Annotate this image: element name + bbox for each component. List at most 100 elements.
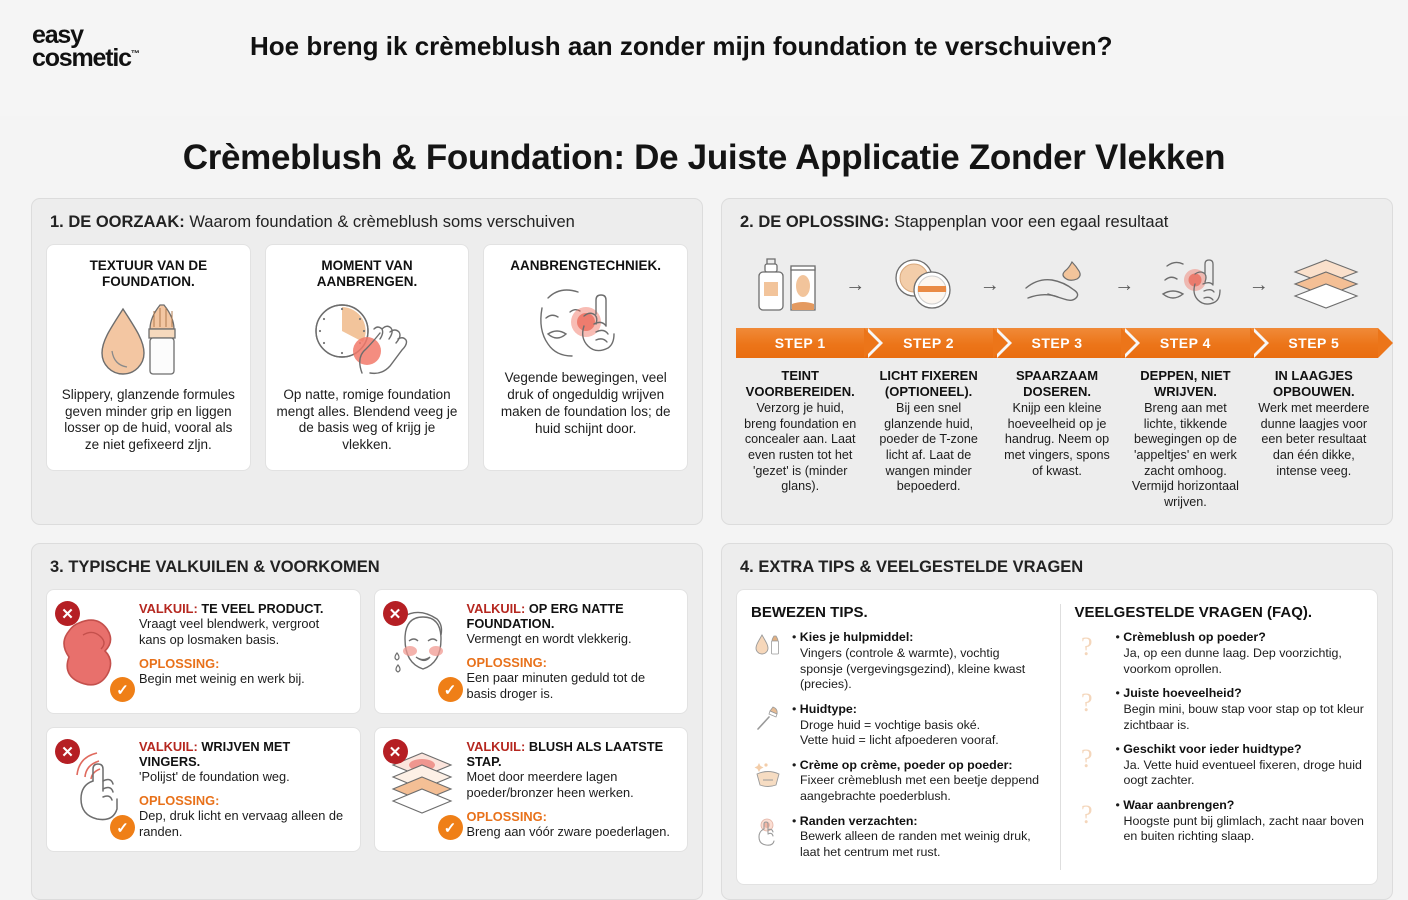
bullet: • (792, 813, 797, 828)
section-4-panel: 4. EXTRA TIPS & VEELGESTELDE VRAGEN BEWE… (721, 543, 1393, 900)
pitfall-text: Moet door meerdere lagen poeder/bronzer … (466, 769, 634, 801)
pitfall-label: VALKUIL: TE VEEL PRODUCT. (139, 601, 324, 617)
wet-face-icon: ✕ ✓ (382, 601, 463, 703)
cause-card: TEXTUUR VAN DE FOUNDATION. Sli (46, 244, 251, 471)
pitfall-title: WRIJVEN MET VINGERS. (139, 739, 291, 770)
arrow-icon: → (1114, 274, 1135, 296)
step-badge-bar: STEP 1 STEP 2 STEP 3 STEP 4 STEP 5 (736, 328, 1394, 358)
page-header: easy cosmetic™ Hoe breng ik crèmeblush a… (0, 0, 1408, 116)
question-mark-icon: ? (1075, 798, 1109, 845)
solution-label: OPLOSSING: (139, 793, 220, 809)
face-finger-rub-icon (522, 280, 650, 366)
cause-card: AANBRENGTECHNIEK. (483, 244, 688, 471)
rubbing-finger-icon: ✕ ✓ (55, 739, 135, 841)
cause-card-title: TEXTUUR VAN DE FOUNDATION. (89, 258, 208, 290)
step-title: DEPPEN, NIET WRIJVEN. (1140, 368, 1231, 399)
cross-badge-icon: ✕ (382, 739, 408, 765)
droplet-and-brush-icon (88, 297, 208, 383)
section-1-header: 1. DE OORZAAK: Waarom foundation & crème… (32, 199, 702, 244)
solution-text: Breng aan vóór zware poederlagen. (466, 824, 670, 840)
step-title: IN LAAGJES OPBOUWEN. (1273, 368, 1355, 399)
pitfall-label: VALKUIL: BLUSH ALS LAATSTE STAP. (466, 739, 664, 770)
solution-label: OPLOSSING: (466, 809, 547, 825)
faq-answer: Begin mini, bouw stap voor stap op tot k… (1123, 701, 1364, 732)
step-text: IN LAAGJES OPBOUWEN. Werk met meerdere d… (1250, 368, 1378, 510)
cross-badge-icon: ✕ (382, 601, 408, 627)
logo-line-1: easy (32, 21, 84, 49)
step-title: LICHT FIXEREN (OPTIONEEL). (879, 368, 978, 399)
pitfall-label: VALKUIL: OP ERG NATTE FOUNDATION. (466, 601, 624, 632)
tip-item: • Crème op crème, poeder op poeder:Fixee… (751, 758, 1046, 805)
faq-question: Juiste hoeveelheid? (1123, 686, 1242, 701)
faq-item: ? • Crèmeblush op poeder?Ja, op een dunn… (1075, 630, 1370, 677)
arrow-icon: → (1248, 274, 1269, 296)
step-badge: STEP 5 (1249, 328, 1394, 358)
check-badge-icon: ✓ (110, 677, 135, 703)
solution-label: OPLOSSING: (466, 655, 547, 671)
step-description: Werk met meerdere dunne laagjes voor een… (1258, 401, 1370, 478)
section-2-panel: 2. DE OPLOSSING: Stappenplan voor een eg… (721, 198, 1394, 526)
easycosmetic-logo: easy cosmetic™ (0, 18, 250, 71)
bullet: • (792, 701, 797, 716)
step-title: SPAARZAAM DOSEREN. (1015, 368, 1099, 399)
bullet: • (792, 757, 797, 772)
tip-title: Kies je hulpmiddel: (799, 630, 914, 645)
step-text: LICHT FIXEREN (OPTIONEEL). Bij een snel … (864, 368, 992, 510)
step-badge: STEP 2 (864, 328, 1013, 358)
tip-title: Crème op crème, poeder op poeder: (799, 757, 1013, 772)
step-text: DEPPEN, NIET WRIJVEN. Breng aan met lich… (1121, 368, 1249, 510)
bullet: • (1115, 630, 1120, 645)
faq-answer: Ja, op een dunne laag. Dep voorzichtig, … (1123, 646, 1342, 676)
bullet: • (1115, 742, 1120, 757)
cause-card-text: Op natte, romige foundation mengt alles.… (276, 386, 458, 453)
step-description: Verzorg je huid, breng foundation en con… (744, 401, 857, 494)
cross-badge-icon: ✕ (55, 739, 80, 765)
page-title: Crèmeblush & Foundation: De Juiste Appli… (182, 138, 1226, 177)
step-text-row: TEINT VOORBEREIDEN. Verzorg je huid, bre… (736, 368, 1378, 510)
faq-item: ? • Juiste hoeveelheid?Begin mini, bouw … (1075, 686, 1370, 733)
tip-text: Fixeer crèmeblush met een beetje deppend… (800, 773, 1040, 804)
faq-item: ? • Waar aanbrengen?Hoogste punt bij gli… (1075, 798, 1370, 845)
hand-with-product-icon (1009, 252, 1105, 318)
cause-card-title: MOMENT VAN AANBRENGEN. (316, 258, 418, 290)
pitfall-label: VALKUIL: WRIJVEN MET VINGERS. (139, 739, 291, 770)
faq-answer: Ja. Vette huid eventueel fixeren, droge … (1123, 757, 1362, 788)
svg-text:?: ? (1081, 800, 1093, 829)
cross-badge-icon: ✕ (55, 601, 80, 627)
step-description: Bij een snel glanzende huid, poeder de T… (879, 401, 978, 494)
check-badge-icon: ✓ (437, 677, 463, 703)
step-description: Breng aan met lichte, tikkende beweginge… (1131, 401, 1239, 509)
powder-compact-icon (875, 252, 971, 318)
tip-item: • Randen verzachten:Bewerk alleen de ran… (751, 814, 1046, 861)
section-3-title: 3. TYPISCHE VALKUILEN & VOORKOMEN (50, 558, 380, 577)
step-icons-row: → → (736, 244, 1378, 320)
svg-text:?: ? (1081, 632, 1093, 661)
section-3-header: 3. TYPISCHE VALKUILEN & VOORKOMEN (32, 544, 702, 589)
tip-text: Vingers (controle & warmte), vochtig spo… (800, 646, 1026, 692)
tips-column: BEWEZEN TIPS. • Kies je hulpmiddel:Vinge… (751, 604, 1046, 869)
step-badge: STEP 4 (1121, 328, 1270, 358)
arrow-icon: → (845, 274, 866, 296)
section-1-panel: 1. DE OORZAAK: Waarom foundation & crème… (31, 198, 703, 526)
question-mark-icon: ? (1075, 630, 1109, 677)
step-title: TEINT VOORBEREIDEN. (745, 368, 855, 399)
section-2-subtitle: Stappenplan voor een egaal resultaat (889, 213, 1169, 231)
cause-cards: TEXTUUR VAN DE FOUNDATION. Sli (46, 244, 688, 471)
faq-column: VEELGESTELDE VRAGEN (FAQ). ? • Crèmeblus… (1075, 604, 1370, 869)
section-2-header: 2. DE OPLOSSING: Stappenplan voor een eg… (722, 199, 1392, 244)
solution-text: Dep, druk licht en vervaag alleen de ran… (139, 808, 344, 840)
pitfall-card: ✕ ✓ VALKUIL: TE VEEL PRODUCT. Vraagt vee… (46, 589, 361, 715)
pitfall-card: ✕ ✓ VALKUIL: BLUSH ALS LAATSTE (373, 727, 688, 853)
droplet-brush-small-icon (751, 630, 785, 693)
pitfall-text: Vraagt veel blendwerk, vergroot kans op … (139, 616, 320, 648)
svg-text:?: ? (1081, 744, 1093, 773)
step-text: SPAARZAAM DOSEREN. Knijp een kleine hoev… (993, 368, 1121, 510)
logo-trademark: ™ (130, 48, 140, 59)
section-1-subtitle: Waarom foundation & crèmeblush soms vers… (184, 213, 575, 231)
pitfall-text: 'Polijst' de foundation weg. (139, 769, 290, 785)
solution-text: Begin met weinig en werk bij. (139, 671, 305, 687)
faq-question: Geschikt voor ieder huidtype? (1123, 742, 1302, 757)
question-mark-icon: ? (1075, 686, 1109, 733)
pitfall-title: BLUSH ALS LAATSTE STAP. (466, 739, 664, 770)
step-description: Knijp een kleine hoeveelheid op je handr… (1004, 401, 1110, 478)
